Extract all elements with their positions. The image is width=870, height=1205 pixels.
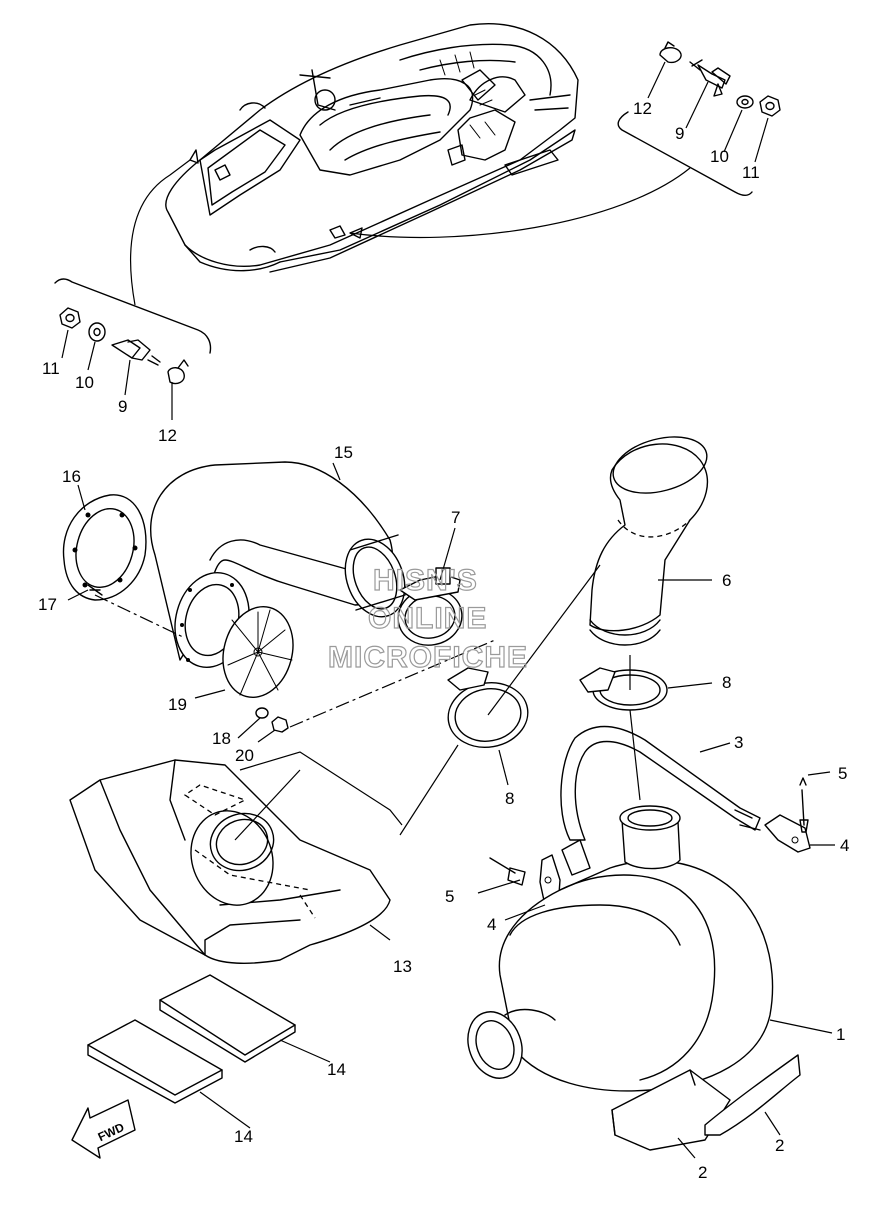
watermark-line-1: HISN'S (373, 564, 478, 597)
part-2-pad-right (704, 1054, 801, 1136)
part-13-cover (69, 759, 391, 964)
part-2-pad-left (611, 1069, 731, 1151)
washer-10-left (88, 322, 106, 342)
part-3-strap (560, 725, 761, 876)
part-8-clamp-lower (447, 667, 529, 748)
callout-18: 18 (212, 729, 231, 748)
callout-6: 6 (722, 571, 731, 590)
watermark: HISN'S ONLINE MICROFICHE (327, 563, 528, 674)
part-7-clamp (397, 567, 463, 646)
inset-bracket-right (349, 111, 753, 239)
assembly-lines (94, 564, 641, 841)
part-6-pipe (589, 436, 709, 646)
clip-12-right (659, 41, 682, 64)
part-16-flange (62, 494, 147, 601)
callout-15: 15 (334, 443, 353, 462)
callout-10-left: 10 (75, 373, 94, 392)
callout-2-left: 2 (698, 1163, 707, 1182)
part-19-plate (174, 572, 294, 698)
callout-8-upper: 8 (722, 673, 731, 692)
nut-11-right (759, 95, 781, 117)
part-5-rivet-left (489, 857, 526, 886)
part-5-rivet-right (799, 777, 809, 833)
callout-12-left: 12 (158, 426, 177, 445)
watermark-line-2: ONLINE (368, 602, 487, 635)
part-1-muffler (467, 805, 774, 1092)
callout-4-right: 4 (840, 836, 849, 855)
rivet-9-left (111, 339, 161, 366)
callout-20: 20 (235, 746, 254, 765)
callout-leaders (67, 462, 835, 1159)
forward-arrow-marker: FWD (71, 1099, 136, 1159)
callout-9-right: 9 (675, 124, 684, 143)
callout-5-right: 5 (838, 764, 847, 783)
rivet-9-right (689, 59, 731, 97)
callout-19: 19 (168, 695, 187, 714)
part-15-hose (150, 461, 406, 661)
callout-7: 7 (451, 508, 460, 527)
callout-labels: 12 9 10 11 11 10 9 12 15 16 7 17 6 8 19 … (38, 99, 849, 1182)
callout-14-upper: 14 (327, 1060, 346, 1079)
watermark-line-3: MICROFICHE (328, 641, 528, 674)
part-14-pad-upper (159, 974, 296, 1063)
callout-14-lower: 14 (234, 1127, 253, 1146)
part-14-pad-lower (87, 1019, 223, 1104)
part-8-clamp-upper (579, 667, 668, 711)
fastener-set-right (647, 41, 781, 163)
callout-8-lower: 8 (505, 789, 514, 808)
part-4-bracket-right (764, 814, 811, 853)
watercraft-illustration (165, 23, 579, 273)
callout-11-right: 11 (742, 163, 760, 182)
part-18-washer (255, 707, 269, 719)
callout-9-left: 9 (118, 397, 127, 416)
washer-10-right (736, 95, 754, 109)
callout-16: 16 (62, 467, 81, 486)
inset-bracket-left (54, 149, 212, 354)
callout-11-left: 11 (42, 359, 60, 378)
clip-12-left (167, 359, 189, 385)
callout-3: 3 (734, 733, 743, 752)
callout-5-left: 5 (445, 887, 454, 906)
callout-2-right: 2 (775, 1136, 784, 1155)
part-17-stud (87, 584, 103, 596)
callout-13: 13 (393, 957, 412, 976)
callout-4-left: 4 (487, 915, 496, 934)
nut-11-left (59, 307, 81, 329)
callout-12-right: 12 (633, 99, 652, 118)
callout-17: 17 (38, 595, 57, 614)
callout-10-right: 10 (710, 147, 729, 166)
fastener-set-left (59, 307, 189, 420)
callout-1: 1 (836, 1025, 845, 1044)
